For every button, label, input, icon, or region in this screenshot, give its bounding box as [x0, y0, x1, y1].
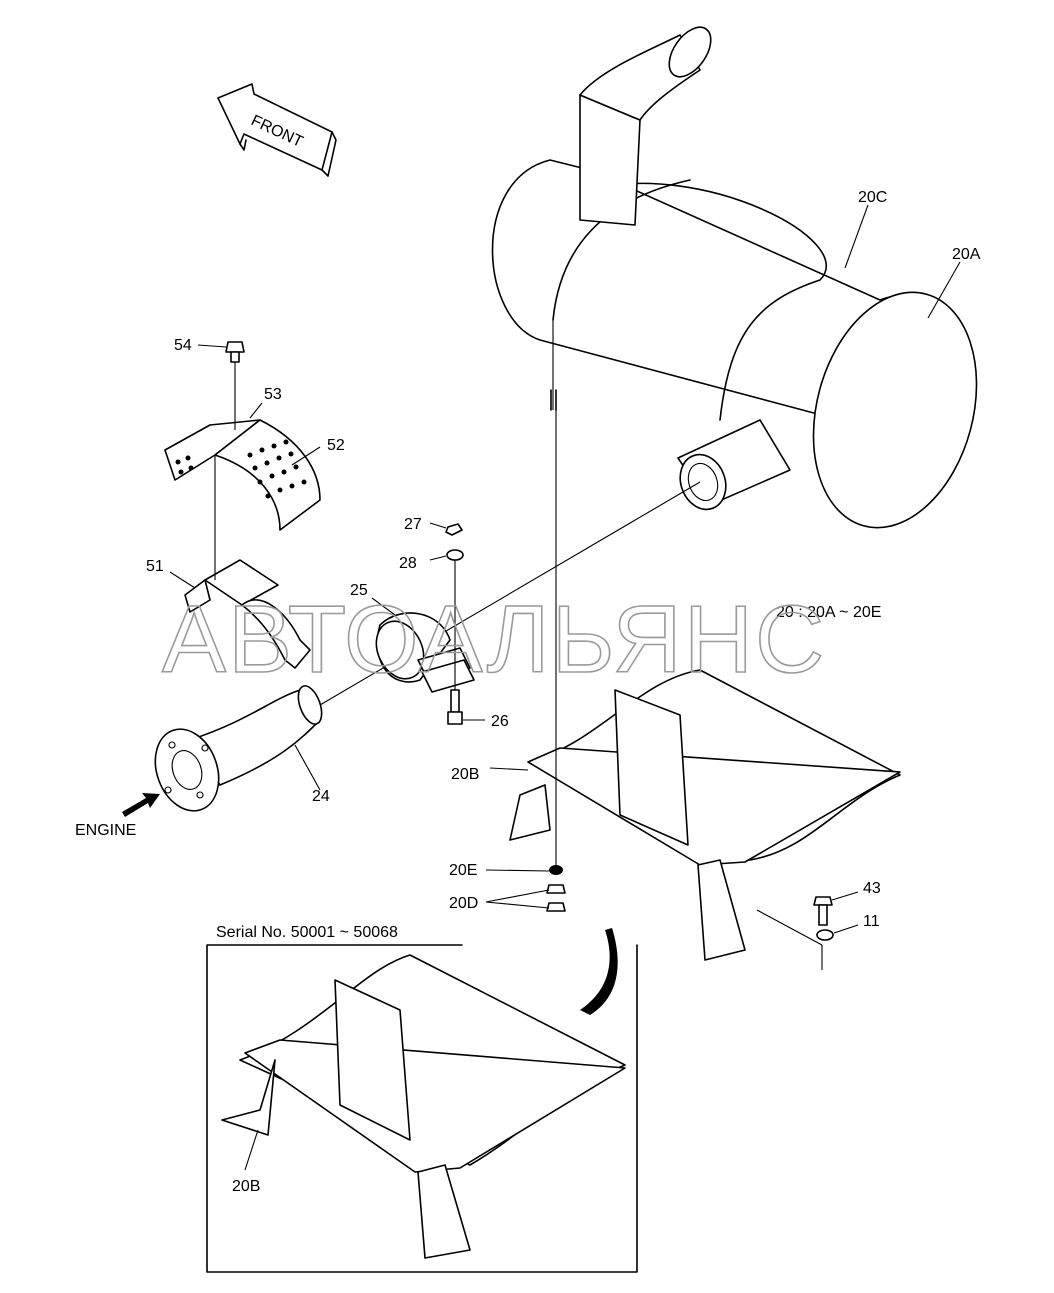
bolt-43 [813, 896, 833, 926]
washer-20e [549, 865, 563, 875]
inset-pointer-arrow [580, 928, 618, 1015]
label-20c: 20C [858, 189, 887, 206]
nut-27 [445, 523, 463, 536]
inset-frame [206, 944, 638, 1273]
label-26: 26 [491, 713, 509, 730]
front-arrow: FRONT [217, 83, 337, 177]
label-20e: 20E [449, 862, 477, 879]
label-43: 43 [863, 880, 881, 897]
muffler-20a [491, 26, 978, 529]
pipe-24 [154, 685, 323, 812]
label-53: 53 [264, 386, 282, 403]
heat-shield-52 [164, 419, 321, 531]
label-27: 27 [404, 516, 422, 533]
inset-label-20b: 20B [232, 1178, 260, 1195]
engine-arrow [122, 793, 160, 817]
label-52: 52 [327, 437, 345, 454]
washer-28 [446, 549, 464, 561]
label-11: 11 [863, 913, 880, 930]
inset-title: Serial No. 50001 ~ 50068 [216, 924, 398, 941]
label-25: 25 [350, 582, 368, 599]
labels: 20C 20A 54 53 52 27 28 51 25 20 : 20A ~ … [75, 189, 981, 1195]
clamp-25 [375, 612, 475, 693]
bracket-51 [184, 559, 311, 669]
label-51: 51 [146, 558, 164, 575]
nut-20d-upper [546, 884, 566, 894]
watermark: АВТОАЛЬЯНС [162, 586, 826, 693]
label-20b: 20B [451, 766, 479, 783]
washer-11 [816, 929, 834, 941]
bolt-54 [225, 341, 245, 363]
label-28: 28 [399, 555, 417, 572]
label-54: 54 [174, 337, 192, 354]
label-20d: 20D [449, 895, 478, 912]
bolt-26 [447, 689, 463, 725]
nut-20d-lower [546, 902, 566, 912]
mount-20b [509, 669, 901, 961]
engine-label: ENGINE [75, 822, 136, 839]
assembly-note: 20 : 20A ~ 20E [776, 604, 881, 621]
label-20a: 20A [952, 246, 981, 263]
label-24: 24 [312, 788, 330, 805]
